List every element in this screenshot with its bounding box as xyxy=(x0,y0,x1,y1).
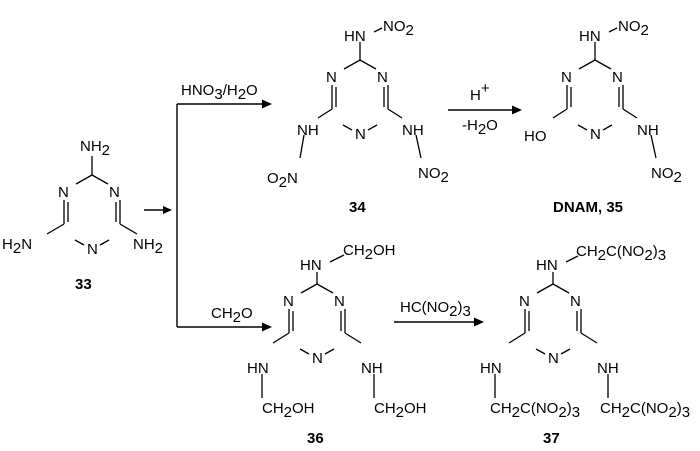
amino-top-hn-37: HN xyxy=(536,257,558,274)
short-arrowhead xyxy=(163,206,172,214)
ring-n-37-b: N xyxy=(548,350,559,367)
arrowhead-to-34 xyxy=(262,99,272,109)
amino-group-top-33: NH2 xyxy=(80,138,110,159)
hydroxymethyl-top-36: CH2OH xyxy=(343,242,396,263)
compound-label-33: 33 xyxy=(75,276,92,293)
hydroxymethyl-left-36: CH2OH xyxy=(262,400,315,421)
reagent-nitric-acid: HNO3/H2O xyxy=(181,82,258,103)
amino-left-hn-37: HN xyxy=(480,360,502,377)
arrowhead-to-36 xyxy=(262,322,272,332)
reagent-trinitromethane: HC(NO2)3 xyxy=(400,299,471,320)
amino-group-right-33: NH2 xyxy=(133,236,163,257)
ring-n-34-b: N xyxy=(355,126,366,143)
compound-37: N N N HN CH2C(NO2)3 HN CH2C(NO2)3 NH CH2… xyxy=(480,243,690,447)
compound-34: N N N HN NO2 NH O2N NH NO2 34 xyxy=(267,18,449,216)
nitro-right-35: NO2 xyxy=(651,165,682,186)
compound-label-37: 37 xyxy=(543,430,560,447)
ring-n-33-b: N xyxy=(87,241,98,258)
arrow-36-37 xyxy=(394,317,484,327)
triazine-ring-35 xyxy=(552,27,657,159)
ring-n-37-c: N xyxy=(519,293,530,310)
hydroxy-group-35: HO xyxy=(524,128,547,145)
reagent-dehydration: -H2O xyxy=(462,117,498,138)
arrow-34-35 xyxy=(448,105,522,115)
triazine-ring-36 xyxy=(261,254,375,398)
amino-right-nh-36: NH xyxy=(361,360,383,377)
ring-n-37-a: N xyxy=(570,293,581,310)
ring-n-36-a: N xyxy=(334,293,345,310)
ring-n-34-a: N xyxy=(377,69,388,86)
compound-33: N N N NH2 H2N NH2 33 xyxy=(2,138,163,293)
amino-left-hn-36: HN xyxy=(247,360,269,377)
amino-top-hn-36: HN xyxy=(300,257,322,274)
branch-arrows xyxy=(144,99,272,332)
trinitroethyl-left-37: CH2C(NO2)3 xyxy=(490,400,580,421)
nitro-top-34: NO2 xyxy=(383,18,414,39)
ring-n-35-b: N xyxy=(590,126,601,143)
amino-right-nh-37: NH xyxy=(597,360,619,377)
amino-group-left-33: H2N xyxy=(2,236,32,257)
trinitroethyl-top-37: CH2C(NO2)3 xyxy=(576,243,666,264)
ring-n-36-c: N xyxy=(283,293,294,310)
nitramino-left-nh-34: NH xyxy=(297,122,319,139)
nitro-left-34: O2N xyxy=(267,170,298,191)
compound-35: N N N HN NO2 HO NH NO2 DNAM, 35 xyxy=(524,18,682,216)
nitramino-right-nh-34: NH xyxy=(402,122,424,139)
ring-n-33-a: N xyxy=(109,184,120,201)
triazine-ring-34 xyxy=(299,27,422,159)
nitramino-right-nh-35: NH xyxy=(637,122,659,139)
ring-n-35-a: N xyxy=(612,69,623,86)
nitro-right-34: NO2 xyxy=(418,165,449,186)
trinitroethyl-right-37: CH2C(NO2)3 xyxy=(600,400,690,421)
compound-label-36: 36 xyxy=(307,430,324,447)
ring-n-35-c: N xyxy=(561,69,572,86)
compound-label-35: DNAM, 35 xyxy=(553,199,623,216)
ring-n-34-c: N xyxy=(326,69,337,86)
nitro-top-35: NO2 xyxy=(618,18,649,39)
ring-n-33-c: N xyxy=(58,184,69,201)
nitramino-top-hn-34: HN xyxy=(344,28,366,45)
compound-36: N N N HN CH2OH HN CH2OH NH CH2OH 36 xyxy=(247,242,427,447)
reagent-acid: H+ xyxy=(470,80,490,104)
nitramino-top-hn-35: HN xyxy=(579,28,601,45)
compound-label-34: 34 xyxy=(349,199,366,216)
triazine-ring-37 xyxy=(494,255,609,398)
ring-n-36-b: N xyxy=(312,350,323,367)
reagent-formaldehyde: CH2O xyxy=(211,305,253,326)
triazine-ring-33 xyxy=(46,156,138,246)
hydroxymethyl-right-36: CH2OH xyxy=(374,400,427,421)
